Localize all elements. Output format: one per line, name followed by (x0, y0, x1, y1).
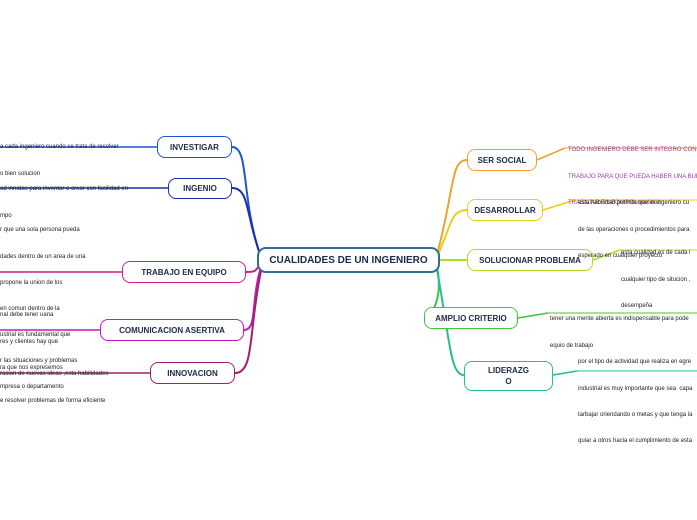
note-line: a cada ingeniero cuando se trata de reso… (0, 144, 119, 151)
note-line: nal debe tener uana (0, 312, 54, 319)
note-line: tarbajar oriendando o metas y que tenga … (578, 411, 693, 418)
note-amplio-criterio: tener una mente abierta es indispensable… (550, 298, 689, 359)
note-line: quiar a otros hacia el cumplimiento de e… (578, 437, 693, 444)
underline-solucionar (592, 249, 621, 261)
node-ingenio[interactable]: INGENIO (168, 178, 232, 199)
underline-desarrollar (542, 199, 576, 211)
note-line: esta habilidad permite que el ingeniero … (578, 200, 690, 207)
connector-desarrollar (435, 209, 468, 260)
note-line: equio de trabajo (550, 342, 594, 349)
node-desarrollar[interactable]: DESARROLLAR (467, 199, 543, 221)
note-comunicacion: nal debe tener uana res y clientes hay q… (0, 294, 63, 381)
note-line: res y clientes hay que (0, 338, 59, 345)
note-line: esperado en cualquier proyecto (578, 252, 663, 259)
note-line: r que una sola persona pueda (0, 227, 80, 234)
note-line: ra que nos expresemos (0, 364, 63, 371)
node-innovacion[interactable]: INNOVACION (150, 362, 235, 384)
note-line: TRABAJAR EN EQUIPOundefined (568, 199, 661, 206)
node-investigar[interactable]: INVESTIGAR (157, 136, 232, 158)
note-line: mpo (0, 212, 12, 219)
note-line: cualquier tipo de situcion , (621, 276, 691, 283)
connector-ser-social (435, 159, 468, 259)
note-investigar: a cada ingeniero cuando se trata de reso… (0, 126, 119, 187)
underline-amplio (517, 312, 549, 319)
note-line: e resolver problemas de forma eficiente (0, 397, 106, 404)
note-liderazgo: por el tipo de actividad que realiza en … (578, 341, 692, 454)
central-topic[interactable]: CUALIDADES DE UN INGENIERO (257, 247, 440, 273)
node-comunicacion-asertiva[interactable]: COMUNICACION ASERTIVA (100, 319, 244, 341)
note-line: o bien solucion (0, 170, 41, 177)
note-line: TRABAJO PARA QUE PUEDA HABER UNA BUENA C (568, 173, 697, 180)
note-line: desempeña (621, 302, 653, 309)
note-trabajo-equipo: r que una sola persona pueda dades dentr… (0, 209, 85, 400)
note-line: r las situaciones y problemas (0, 357, 78, 364)
note-line: TODO INGENIERO DEBE SER INTEGRO CON SU E… (568, 147, 697, 154)
note-ser-social: TODO INGENIERO DEBE SER INTEGRO CON SU E… (568, 129, 697, 216)
note-line: mpresa o departamento (0, 384, 64, 391)
note-desarrollar: esta habilidad permite que el ingeniero … (578, 182, 689, 269)
note-line: tener una mente abierta es indispensable… (550, 316, 689, 323)
node-liderazgo[interactable]: LIDERAZG O (464, 361, 553, 391)
note-line: industrial es muy importante que sea cap… (578, 385, 693, 392)
note-line: propone la union de los (0, 279, 63, 286)
underline-liderazgo (552, 370, 578, 376)
note-solucionar: esta cualidad es de cada i cualquier tip… (621, 232, 690, 319)
note-line: ad innatas para inventar o crear con fac… (0, 186, 129, 193)
underline-ser-social (536, 147, 566, 161)
node-amplio-criterio[interactable]: AMPLIO CRITERIO (424, 307, 518, 329)
note-line: por el tipo de actividad que realiza en … (578, 359, 692, 366)
note-line: en comun dentro de la (0, 305, 60, 312)
connector-ingenio (231, 187, 263, 261)
note-line: de las operaciones o procedimientos para (578, 226, 690, 233)
connector-innovacion (234, 265, 263, 374)
note-line: esta cualidad es de cada i (621, 250, 691, 257)
note-innovacion: racion de nuevas ideas ,esta habilidades… (0, 353, 108, 414)
note-line: racion de nuevas ideas ,esta habilidades (0, 371, 109, 378)
note-ingenio: ad innatas para inventar o crear con fac… (0, 168, 128, 229)
node-solucionar-problema[interactable]: SOLUCIONAR PROBLEMA (467, 249, 593, 271)
node-trabajo-equipo[interactable]: TRABAJO EN EQUIPO (122, 261, 246, 283)
note-line: dades dentro de un area de una (0, 253, 86, 260)
connector-liderazgo (435, 263, 465, 376)
note-line: ustrial es fundamental que (0, 331, 71, 338)
node-ser-social[interactable]: SER SOCIAL (467, 149, 537, 171)
